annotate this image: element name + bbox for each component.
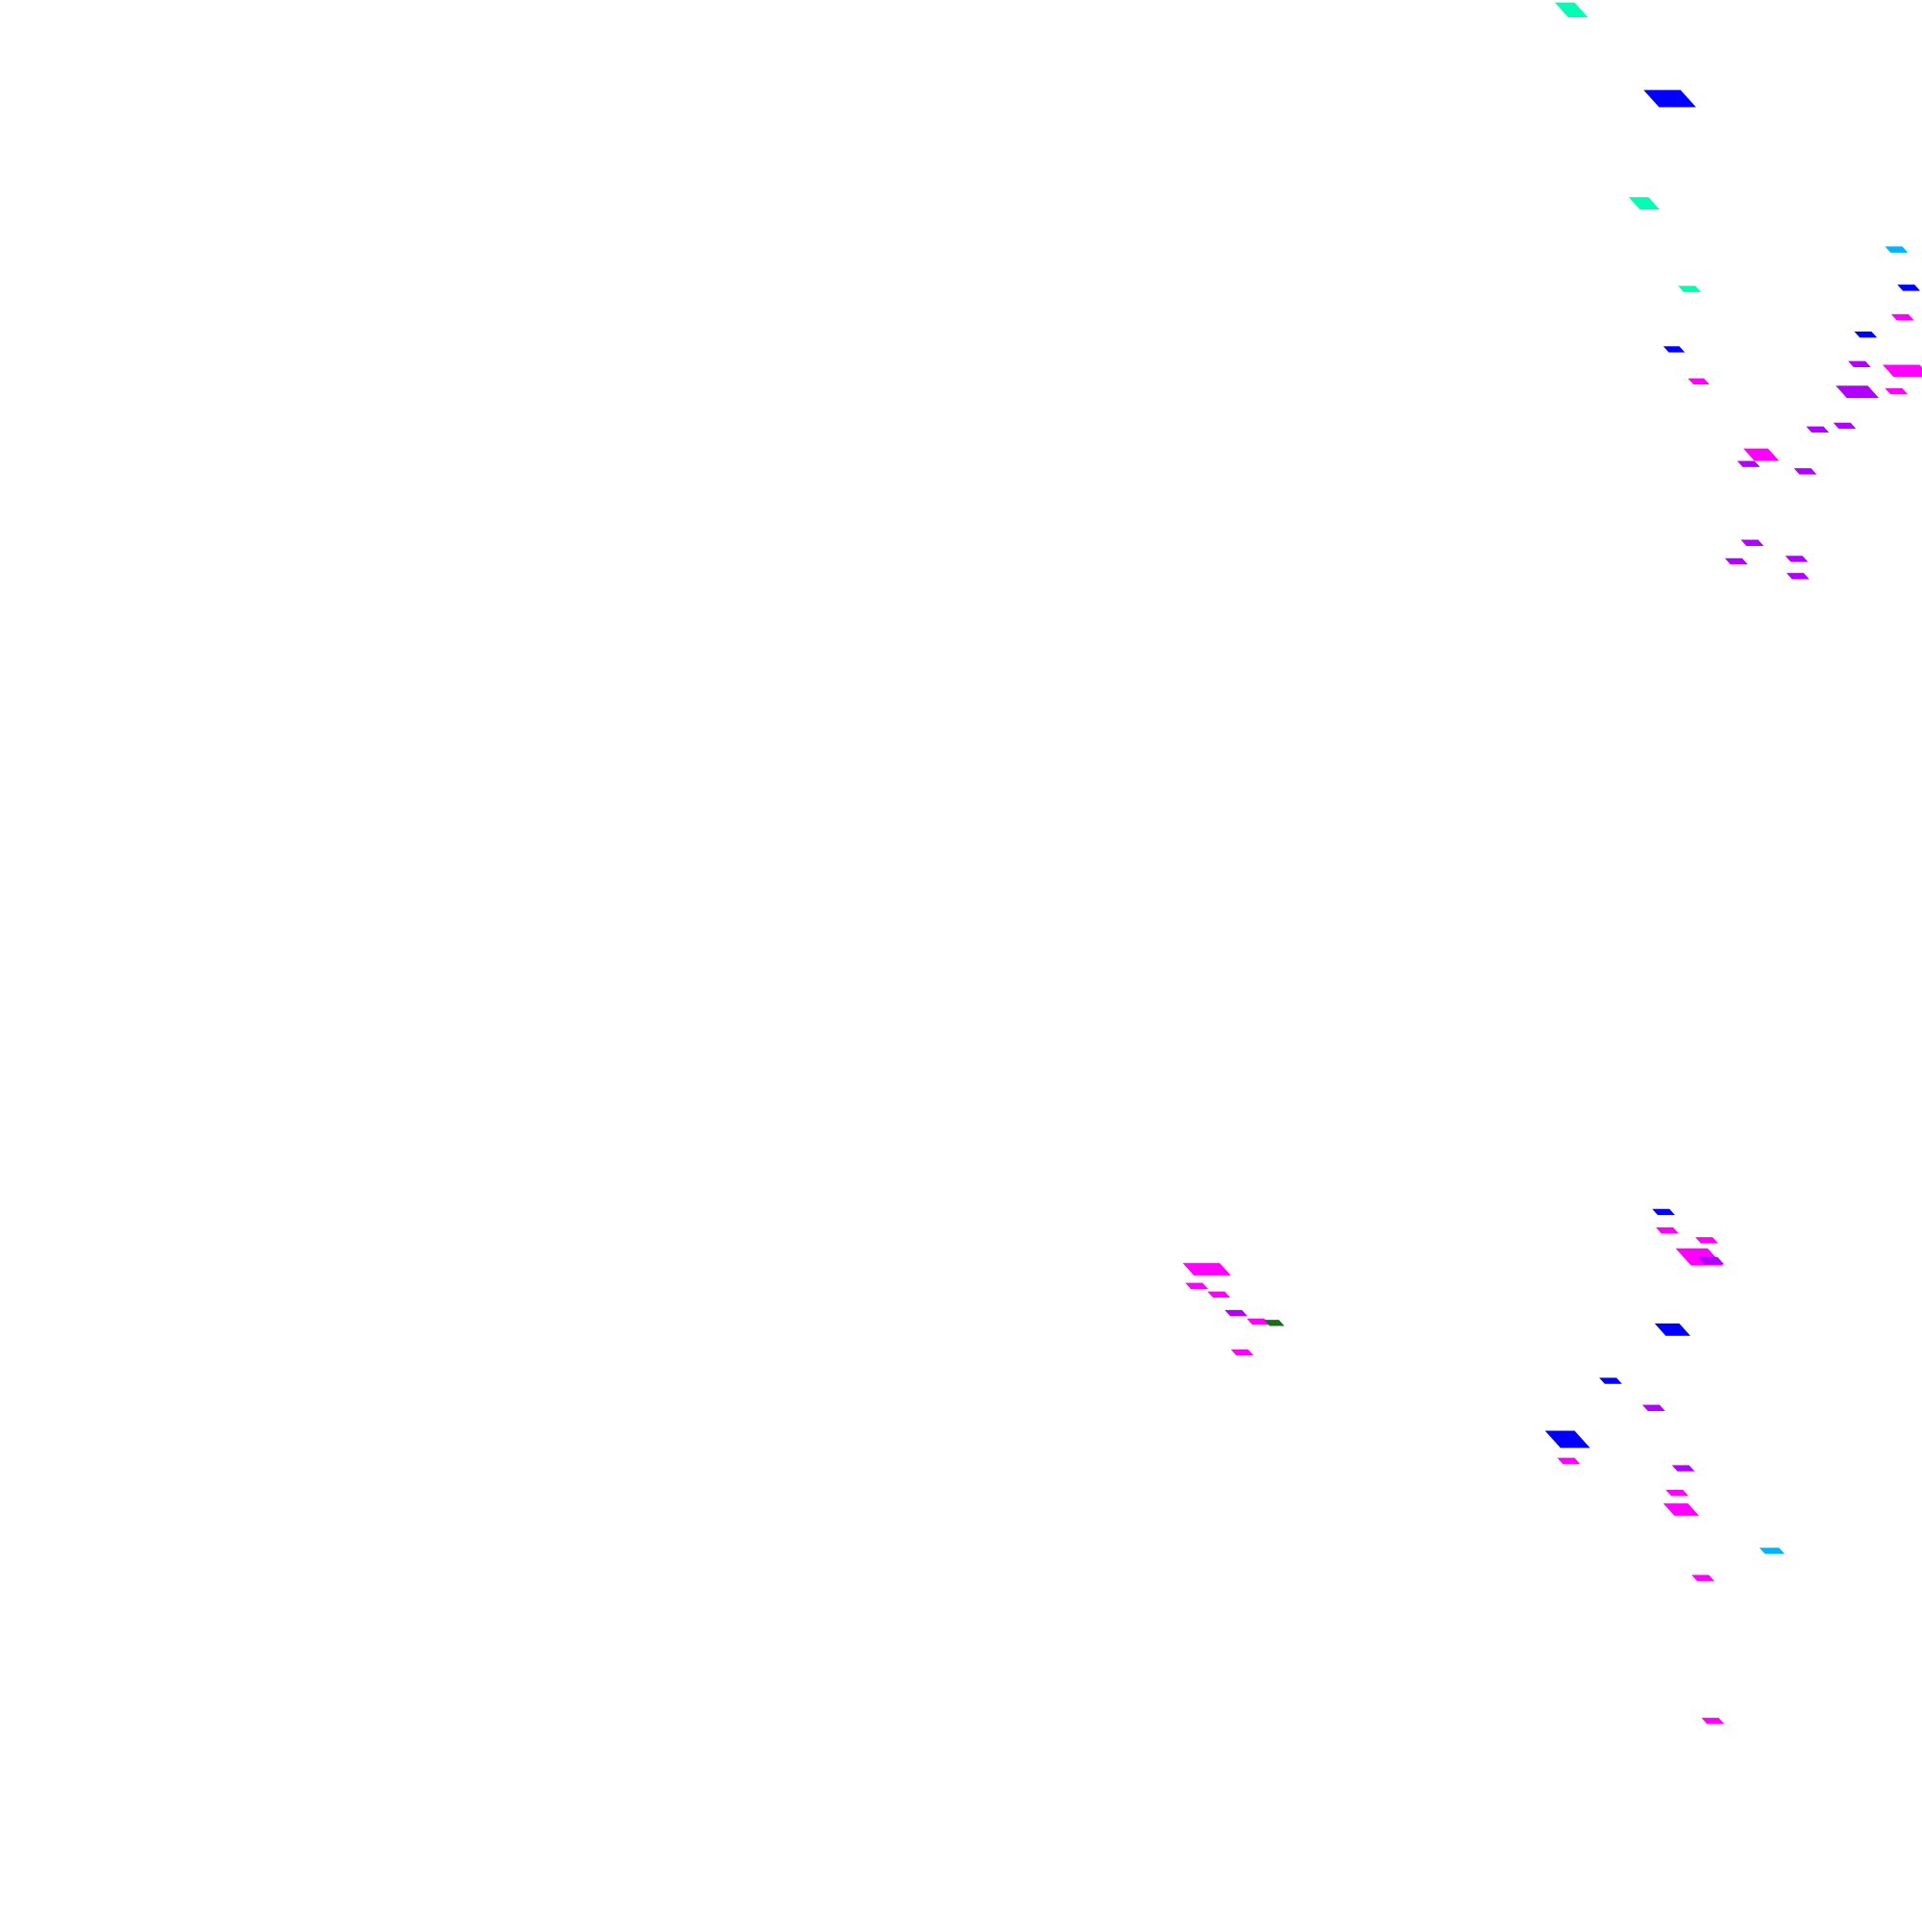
color-fragment xyxy=(1182,1263,1231,1276)
color-fragment xyxy=(1885,387,1909,395)
color-fragment xyxy=(1663,1503,1699,1516)
color-fragment xyxy=(1230,1349,1254,1356)
color-fragment xyxy=(1897,285,1921,291)
color-fragment xyxy=(1264,1320,1285,1326)
color-fragment xyxy=(1833,422,1857,430)
color-fragment xyxy=(1890,313,1914,321)
color-fragment xyxy=(1207,1291,1231,1298)
color-fragment xyxy=(1628,197,1660,210)
color-fragment xyxy=(1671,1465,1695,1472)
color-fragment xyxy=(1224,1309,1248,1317)
color-fragment xyxy=(1656,1226,1679,1234)
color-fragment xyxy=(1654,1323,1690,1336)
color-fragment xyxy=(1848,360,1871,368)
color-fragment xyxy=(1663,346,1686,353)
color-fragment xyxy=(1806,426,1830,433)
color-fragment xyxy=(1665,1490,1689,1497)
color-fragment xyxy=(1185,1282,1209,1290)
color-fragment xyxy=(1678,285,1701,292)
color-fragment xyxy=(1691,1574,1714,1581)
color-fragment xyxy=(1885,246,1909,253)
color-fragment xyxy=(1641,1404,1665,1411)
color-fragment xyxy=(1544,1430,1590,1449)
color-fragment xyxy=(1759,1548,1786,1554)
color-fragment xyxy=(1882,364,1922,378)
color-fragment xyxy=(1554,2,1589,17)
color-fragment xyxy=(1793,468,1817,475)
color-fragment xyxy=(1836,385,1880,399)
color-fragment xyxy=(1652,1208,1675,1216)
color-fragment xyxy=(1743,448,1780,461)
color-fragment xyxy=(1246,1318,1270,1325)
color-fragment xyxy=(1740,539,1764,546)
color-fragment xyxy=(1737,460,1761,467)
color-fragment xyxy=(1695,1237,1718,1244)
color-fragment xyxy=(1599,1377,1622,1384)
color-fragment xyxy=(1697,1256,1725,1265)
color-fragment xyxy=(1786,573,1810,580)
color-fragment xyxy=(1643,89,1696,108)
color-fragment xyxy=(1701,1718,1725,1724)
color-fragment xyxy=(1557,1457,1581,1465)
color-fragment xyxy=(1724,557,1748,565)
color-fragment xyxy=(1785,556,1809,562)
color-fragment xyxy=(1854,331,1878,338)
color-fragment xyxy=(1688,378,1710,384)
